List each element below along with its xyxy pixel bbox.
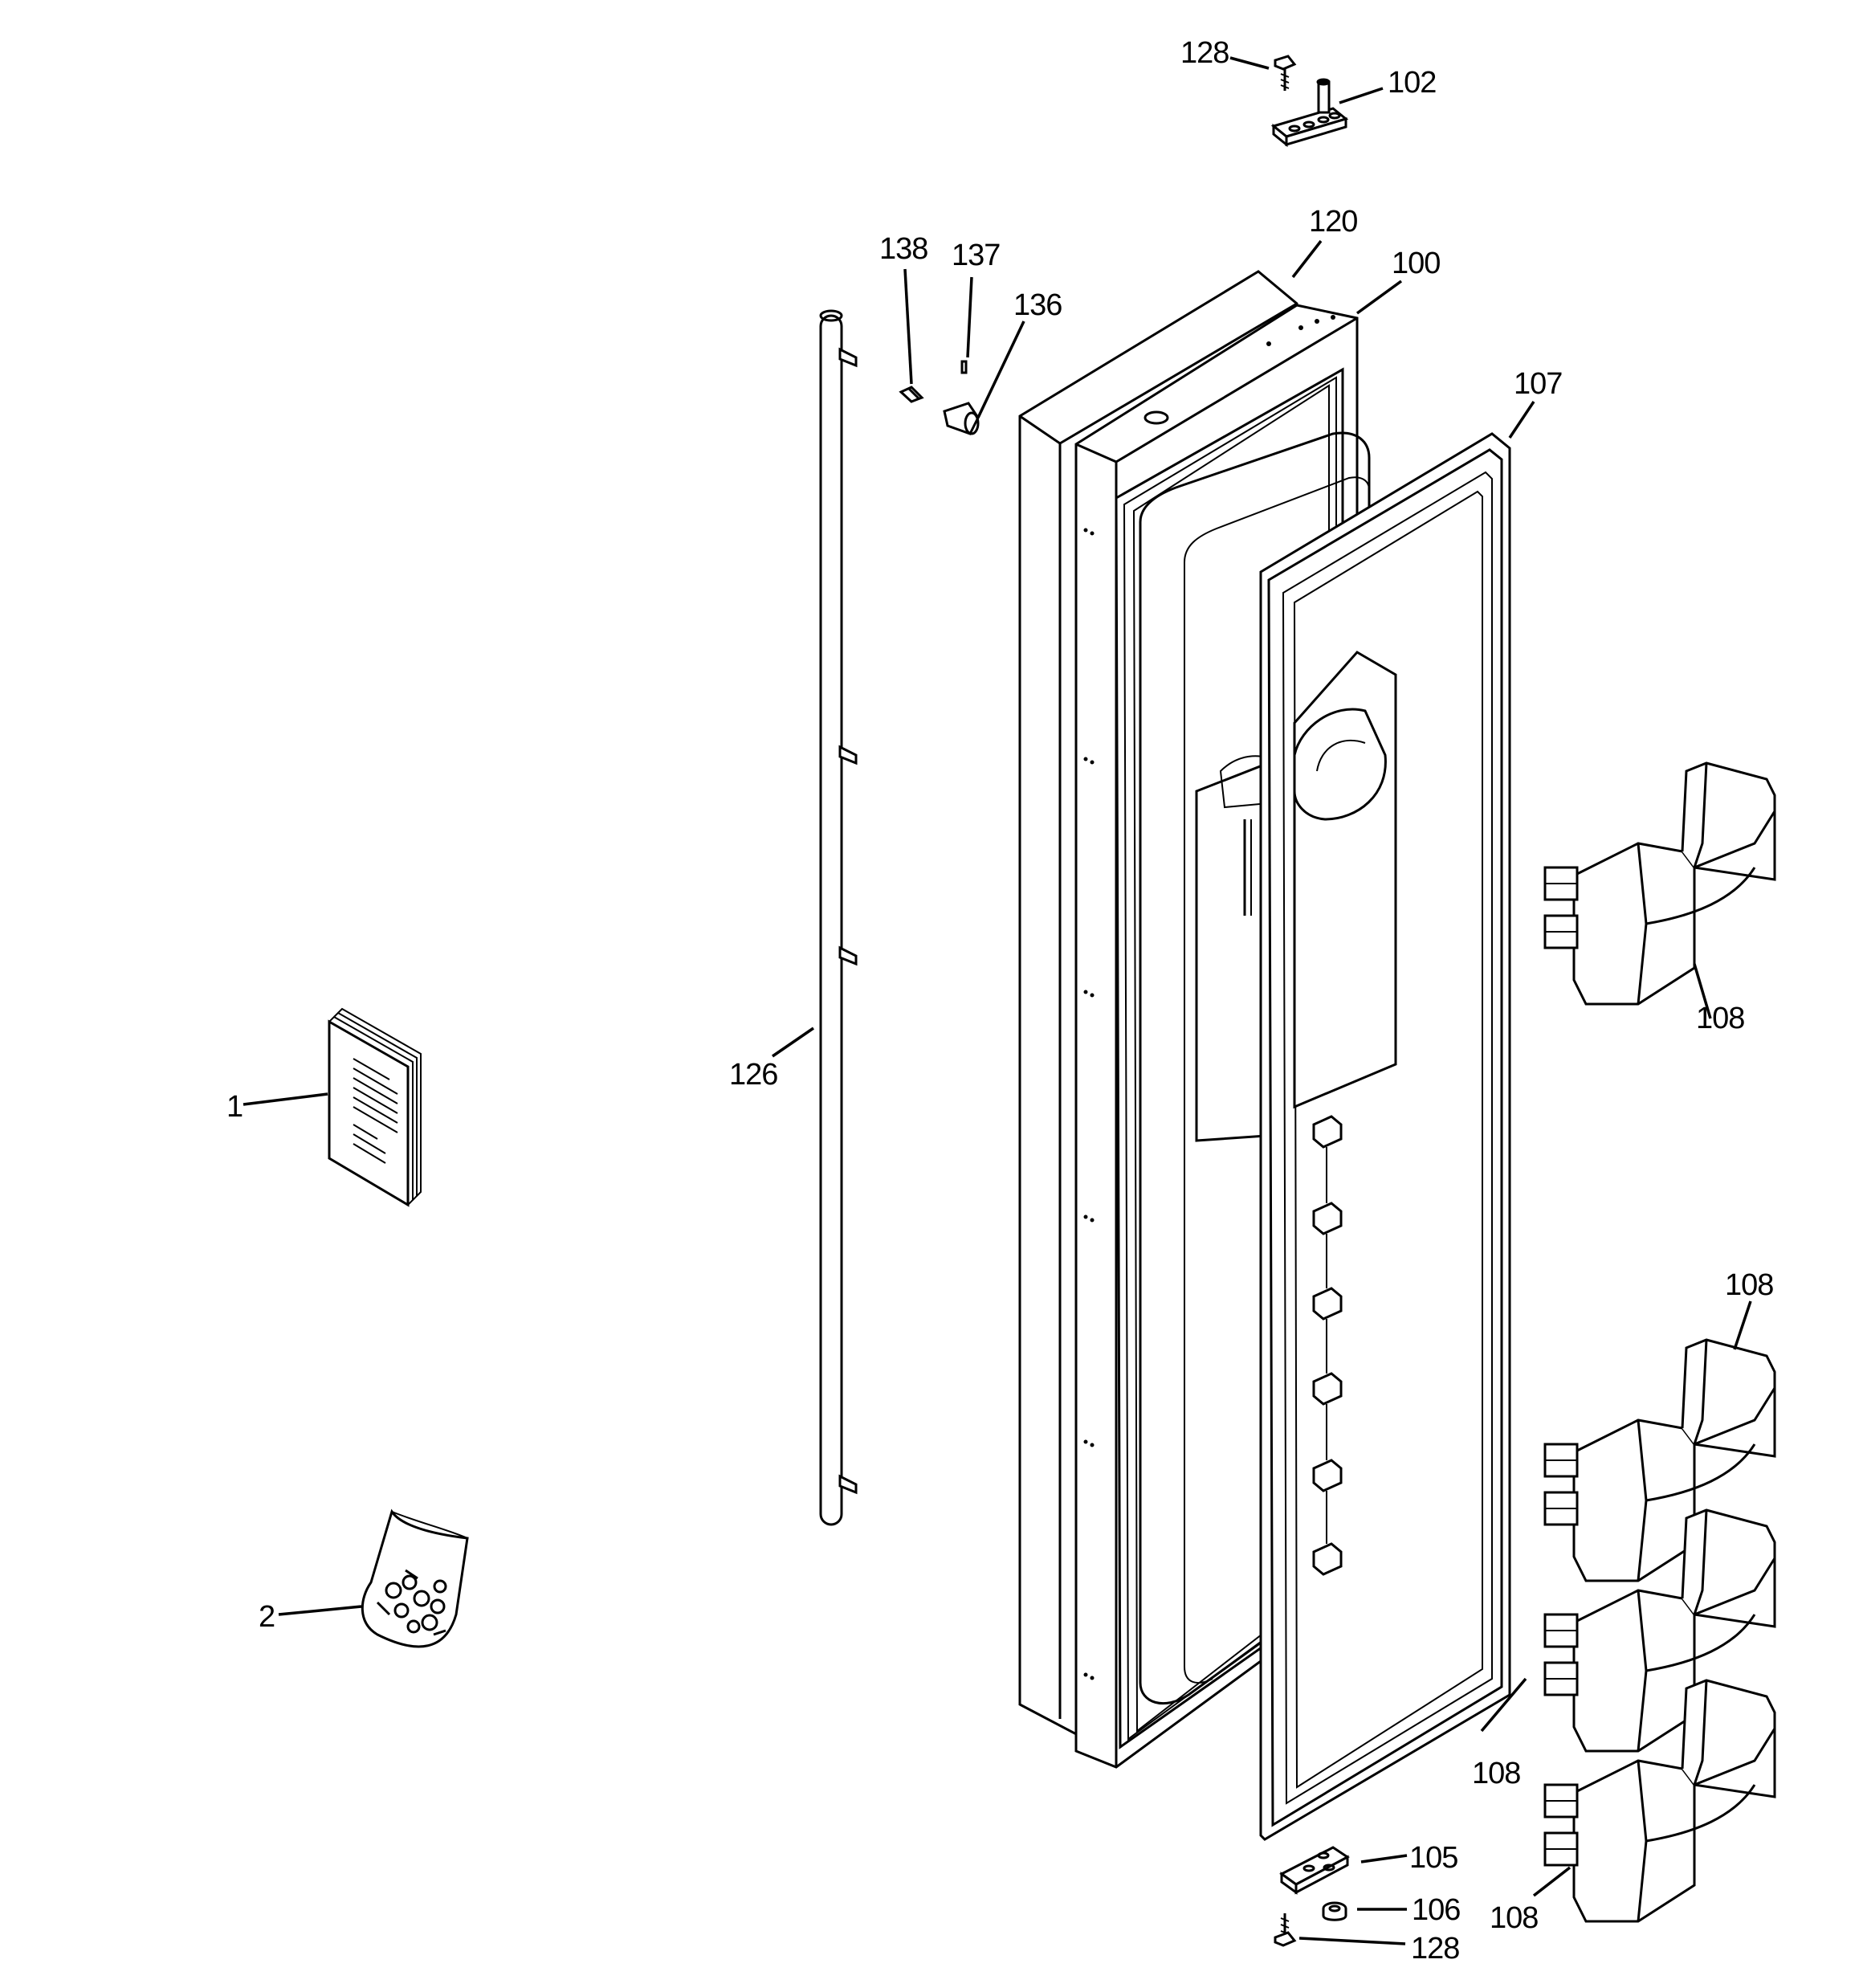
part-106-washer (1322, 1901, 1347, 1921)
part-137-pin (960, 360, 968, 374)
callout-100: 100 (1392, 247, 1440, 280)
part-102-top-hinge (1270, 78, 1349, 148)
callout-128-bottom: 128 (1411, 1932, 1459, 1966)
callout-128-top: 128 (1180, 36, 1229, 70)
part-108-bin-1 (1543, 761, 1776, 1006)
part-128-bottom-screw (1274, 1913, 1297, 1947)
callout-108-c: 108 (1472, 1757, 1520, 1790)
callout-106: 106 (1412, 1893, 1460, 1927)
callout-138: 138 (879, 232, 927, 266)
part-136-bushing (943, 402, 980, 435)
callout-120: 120 (1309, 205, 1357, 239)
callout-108-a: 108 (1696, 1002, 1744, 1035)
callout-102: 102 (1388, 66, 1436, 100)
part-126-handle-bar (819, 309, 858, 1526)
callout-126: 126 (729, 1058, 777, 1092)
part-128-top-screw (1274, 55, 1297, 91)
part-1-manual (328, 1007, 422, 1207)
callout-108-b: 108 (1725, 1268, 1773, 1302)
part-107-gasket (1259, 432, 1511, 1841)
callout-108-d: 108 (1490, 1901, 1538, 1935)
leader-lines (243, 56, 1752, 1945)
callout-137: 137 (952, 239, 1000, 272)
callout-136: 136 (1013, 288, 1062, 322)
part-108-bin-3 (1543, 1508, 1776, 1753)
part-108-bin-2 (1543, 1338, 1776, 1582)
part-2-hardware-bag (361, 1508, 469, 1648)
callout-105: 105 (1409, 1841, 1457, 1875)
part-108-bin-4 (1543, 1679, 1776, 1923)
callout-107: 107 (1514, 367, 1562, 401)
callout-1: 1 (226, 1090, 243, 1124)
part-138-screw (899, 386, 924, 403)
callouts: 128 102 120 100 138 137 136 107 108 108 … (226, 36, 1774, 1966)
callout-2: 2 (259, 1600, 275, 1634)
part-105-bottom-hinge (1279, 1846, 1350, 1895)
